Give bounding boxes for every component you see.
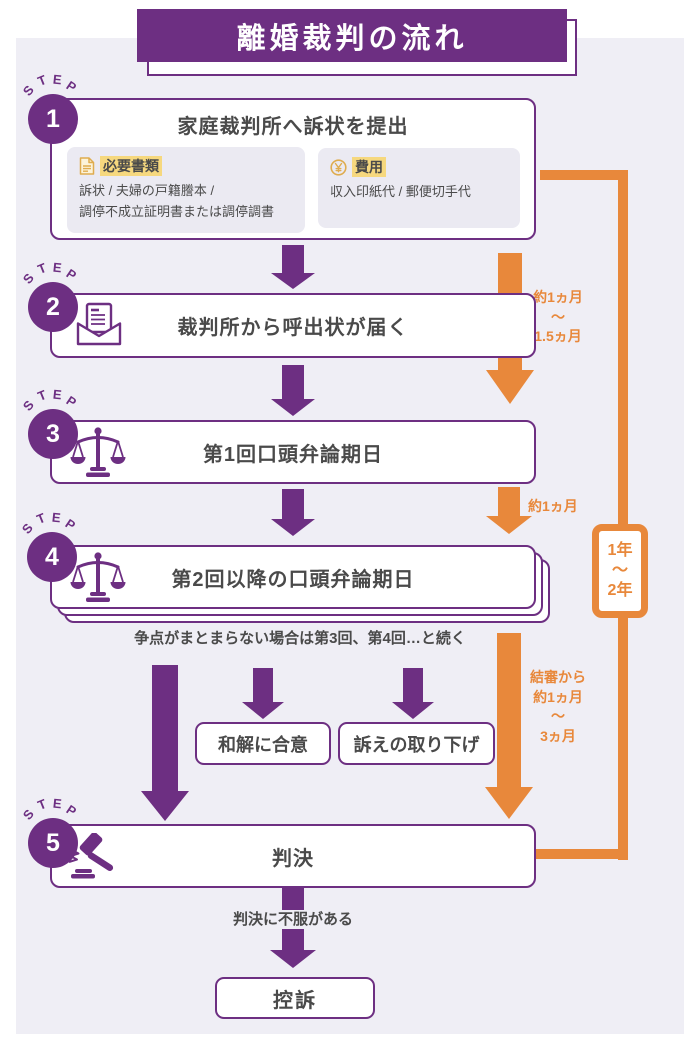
step3-title: 第1回口頭弁論期日 <box>202 443 384 466</box>
step4-box: 第2回以降の口頭弁論期日 <box>50 545 536 609</box>
step4-title: 第2回以降の口頭弁論期日 <box>171 568 415 591</box>
scales-icon <box>70 552 126 602</box>
duration-arrow-step4-step5 <box>485 633 533 819</box>
flow-arrow-step3-step4 <box>271 489 315 536</box>
appeal-condition: 判決に不服がある <box>232 911 354 928</box>
step1-arc-label: S T E P <box>19 71 80 99</box>
step1-documents-panel: 必要書類 訴状 / 夫婦の戸籍謄本 / 調停不成立証明書または調停調書 <box>67 147 305 233</box>
flow-arrow-step4-step5 <box>141 665 189 821</box>
step2-title: 裁判所から呼出状が届く <box>177 317 409 339</box>
appeal-box: 控訴 <box>215 977 375 1019</box>
total-duration-badge: 1年 〜 2年 <box>592 524 648 618</box>
flow-arrow-appeal <box>270 929 316 968</box>
orange-connector-bottom <box>536 849 622 859</box>
settlement-box: 和解に合意 <box>195 722 331 765</box>
scales-icon <box>70 427 126 477</box>
step2-box: 裁判所から呼出状が届く <box>50 293 536 358</box>
cost-heading: 費用 <box>352 157 386 177</box>
step3-number-badge: 3 <box>28 409 78 459</box>
step4-number-badge: 4 <box>27 532 77 582</box>
flow-arrow-settlement <box>242 668 284 719</box>
step4-note: 争点がまとまらない場合は第3回、第4回…と続く <box>134 630 466 647</box>
duration-label-step1-step3: 約1ヵ月 〜 1.5ヵ月 <box>533 289 583 345</box>
step5-title: 判決 <box>272 847 314 870</box>
yen-icon <box>330 158 347 176</box>
step1-title: 家庭裁判所へ訴状を提出 <box>177 116 409 138</box>
flow-arrow-step2-step3 <box>271 365 315 416</box>
flow-arrow-step5-appeal-shaft <box>282 888 304 910</box>
step3-box: 第1回口頭弁論期日 <box>50 420 536 484</box>
withdrawal-box: 訴えの取り下げ <box>338 722 495 765</box>
documents-list: 訴状 / 夫婦の戸籍謄本 / 調停不成立証明書または調停調書 <box>79 183 275 219</box>
step1-cost-panel: 費用 収入印紙代 / 郵便切手代 <box>318 148 520 228</box>
step1-box: 家庭裁判所へ訴状を提出 必要書類 訴状 / 夫婦の戸籍謄本 / 調停不成立証明書… <box>50 98 536 240</box>
step4-arc-label: S T E P <box>18 509 79 537</box>
gavel-icon <box>68 833 114 879</box>
flow-arrow-step1-step2 <box>271 245 315 289</box>
orange-connector-vertical <box>618 170 628 860</box>
duration-arrow-step3-step4 <box>486 487 532 534</box>
step5-arc-label: S T E P <box>19 795 80 823</box>
page-title: 離婚裁判の流れ <box>137 9 567 62</box>
duration-label-step3-step4: 約1ヵ月 <box>528 498 578 514</box>
flow-arrow-withdrawal <box>392 668 434 719</box>
envelope-icon <box>76 302 122 346</box>
step5-number-badge: 5 <box>28 818 78 868</box>
step2-number-badge: 2 <box>28 282 78 332</box>
step5-box: 判決 <box>50 824 536 888</box>
step3-arc-label: S T E P <box>19 386 80 414</box>
duration-label-step4-step5: 結審から 約1ヵ月 〜 3ヵ月 <box>530 669 586 744</box>
step1-number-badge: 1 <box>28 94 78 144</box>
documents-heading: 必要書類 <box>100 156 162 176</box>
step2-arc-label: S T E P <box>19 259 80 287</box>
cost-list: 収入印紙代 / 郵便切手代 <box>330 184 471 199</box>
orange-connector-top <box>540 170 628 180</box>
document-icon <box>79 157 95 175</box>
